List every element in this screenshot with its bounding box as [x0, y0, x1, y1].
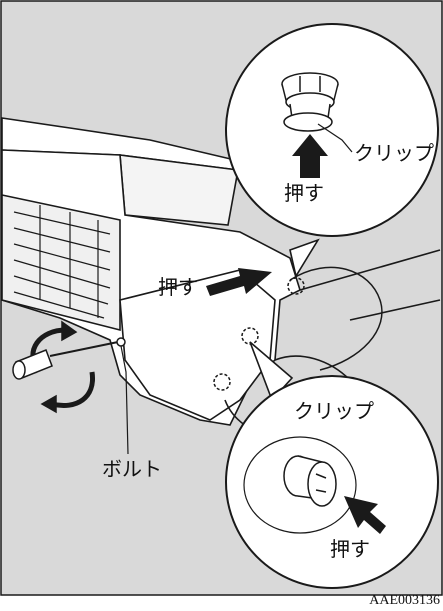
lower-magnifier [225, 341, 439, 589]
push-label-bottom: 押す [330, 537, 370, 561]
fender-line [299, 249, 441, 291]
clip-marker-lower [213, 373, 231, 391]
push-label-top: 押す [284, 181, 324, 205]
figure-code: AAE003136 [369, 593, 440, 607]
wheel-arch [289, 266, 383, 371]
clip-label-bottom: クリップ [294, 399, 374, 423]
bolt-label: ボルト [102, 457, 162, 481]
clip-icon-bottom [283, 455, 337, 507]
push-label-middle: 押す [158, 275, 198, 299]
bumper-illustration [1, 117, 441, 441]
screwdriver-illustration [12, 320, 129, 455]
grille [1, 194, 121, 332]
grille-slats [13, 205, 111, 319]
push-arrow-right-icon [206, 268, 272, 296]
clip-icon-top [281, 72, 339, 132]
push-arrow-diagonal-icon [344, 496, 386, 534]
push-arrow-up-icon [292, 134, 328, 178]
fender-line-2 [349, 299, 441, 321]
arch-lower [274, 355, 351, 381]
upper-magnifier [225, 23, 439, 279]
clip-label-top: クリップ [354, 141, 434, 165]
clip-marker-upper [287, 277, 305, 295]
